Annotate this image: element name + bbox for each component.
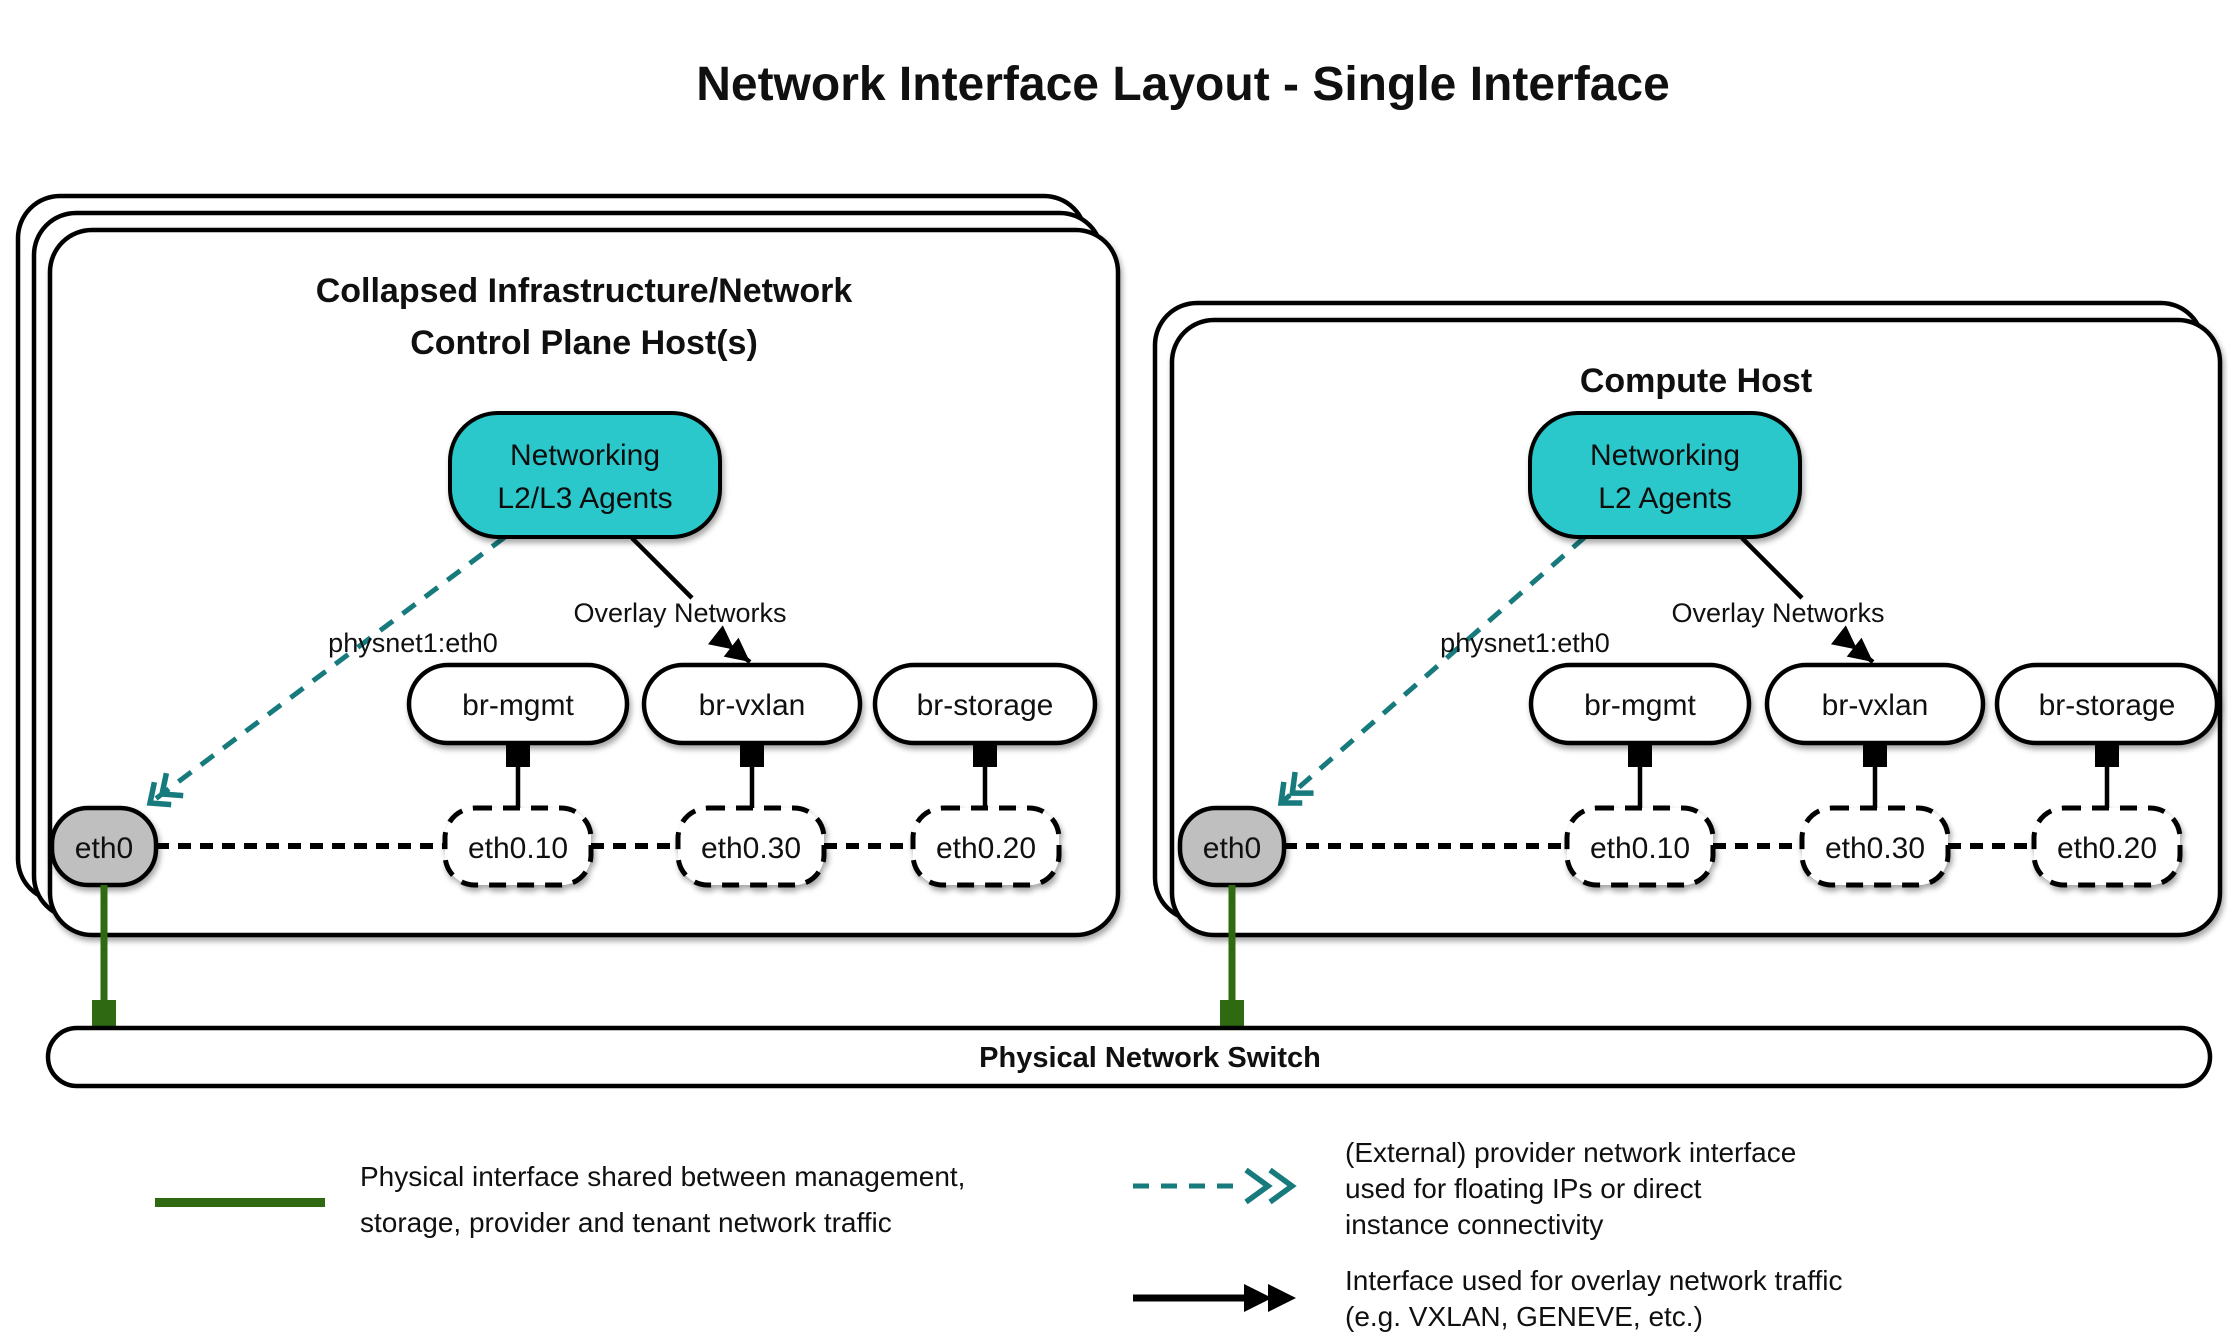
bridge-port-square <box>973 741 997 767</box>
host-title: Compute Host <box>1580 362 1812 400</box>
switch-port-square <box>92 1000 116 1030</box>
bridge-port-square <box>2095 741 2119 767</box>
compute-host: Compute Host physnet1:eth0 Overlay Netwo… <box>1152 300 2223 1030</box>
vlan-eth0.20-pill <box>2031 805 2183 888</box>
overlay-arrow-upper <box>1740 536 1804 600</box>
vlan-eth0.30-pill <box>675 805 827 888</box>
switch-port-square <box>1220 1000 1244 1030</box>
bridge-port-square <box>1863 741 1887 767</box>
physical-network-switch: Physical Network Switch <box>45 1025 2213 1089</box>
agent-label-line1: Networking <box>1590 439 1740 472</box>
bridge-port-square <box>1628 741 1652 767</box>
bridge-label: br-mgmt <box>462 689 574 722</box>
bridge-label: br-mgmt <box>1584 689 1696 722</box>
vlan-eth0.10-pill <box>442 805 594 888</box>
provider-network-arrow <box>150 534 507 803</box>
bridge-nodes <box>1528 662 2220 746</box>
diagram-title: Network Interface Layout - Single Interf… <box>696 58 1670 111</box>
overlay-networks-label: Overlay Networks <box>1671 598 1884 628</box>
vlan-eth0.20-pill <box>910 805 1062 888</box>
vlan-label: eth0.20 <box>936 832 1036 865</box>
interface-nodes <box>49 805 1062 888</box>
legend-teal-chevron <box>1268 1167 1297 1205</box>
legend-provider-line3: instance connectivity <box>1345 1209 1603 1240</box>
agent-label-line2: L2 Agents <box>1598 482 1731 515</box>
bridge-label: br-storage <box>917 689 1054 722</box>
legend-black-arrowhead <box>1244 1284 1272 1312</box>
overlay-networks-label: Overlay Networks <box>573 598 786 628</box>
networking-agents-node: Networking L2/L3 Agents <box>448 411 722 539</box>
legend-physical-line1: Physical interface shared between manage… <box>360 1161 965 1192</box>
overlay-arrow-head <box>1830 625 1875 664</box>
host-box <box>47 227 1121 938</box>
control-plane-host: Collapsed Infrastructure/Network Control… <box>15 193 1121 1030</box>
interface-nodes <box>1177 805 2183 888</box>
bridge-nodes <box>406 662 1098 746</box>
switch-label: Physical Network Switch <box>979 1042 1321 1074</box>
bridge-label: br-vxlan <box>699 689 806 722</box>
legend-green-line <box>155 1198 325 1207</box>
vlan-eth0.10-pill <box>1564 805 1716 888</box>
host-box <box>1169 317 2223 938</box>
legend-physical-line2: storage, provider and tenant network tra… <box>360 1207 892 1238</box>
eth0-label: eth0 <box>75 832 133 865</box>
provider-network-label: physnet1:eth0 <box>1440 628 1610 658</box>
legend-black-arrowhead <box>1268 1284 1296 1312</box>
host-title-line1: Collapsed Infrastructure/Network <box>316 272 853 310</box>
overlay-arrow-head <box>707 625 752 664</box>
vlan-label: eth0.20 <box>2057 832 2157 865</box>
bridge-label: br-vxlan <box>1822 689 1929 722</box>
networking-agents-pill <box>1528 411 1802 539</box>
legend-overlay-line2: (e.g. VXLAN, GENEVE, etc.) <box>1345 1301 1703 1332</box>
vlan-eth0.30-pill <box>1799 805 1951 888</box>
vlan-label: eth0.30 <box>1825 832 1925 865</box>
legend-provider-line1: (External) provider network interface <box>1345 1137 1796 1168</box>
provider-network-label: physnet1:eth0 <box>328 628 498 658</box>
provider-network-arrow <box>1281 535 1587 803</box>
legend-teal-chevron <box>1244 1167 1273 1205</box>
agent-label-line1: Networking <box>510 439 660 472</box>
legend: Physical interface shared between manage… <box>155 1137 1843 1332</box>
switch-bar <box>45 1025 2213 1089</box>
agent-label-line2: L2/L3 Agents <box>497 482 672 515</box>
networking-agents-node: Networking L2 Agents <box>1528 411 1802 539</box>
bridge-port-square <box>506 741 530 767</box>
networking-agents-pill <box>448 411 722 539</box>
host-title-line2: Control Plane Host(s) <box>410 324 758 362</box>
legend-overlay-line1: Interface used for overlay network traff… <box>1345 1265 1843 1296</box>
eth0-label: eth0 <box>1203 832 1261 865</box>
vlan-label: eth0.30 <box>701 832 801 865</box>
legend-provider-line2: used for floating IPs or direct <box>1345 1173 1702 1204</box>
overlay-arrow-upper <box>630 536 694 600</box>
bridge-label: br-storage <box>2039 689 2176 722</box>
vlan-label: eth0.10 <box>1590 832 1690 865</box>
vlan-label: eth0.10 <box>468 832 568 865</box>
bridge-port-square <box>740 741 764 767</box>
